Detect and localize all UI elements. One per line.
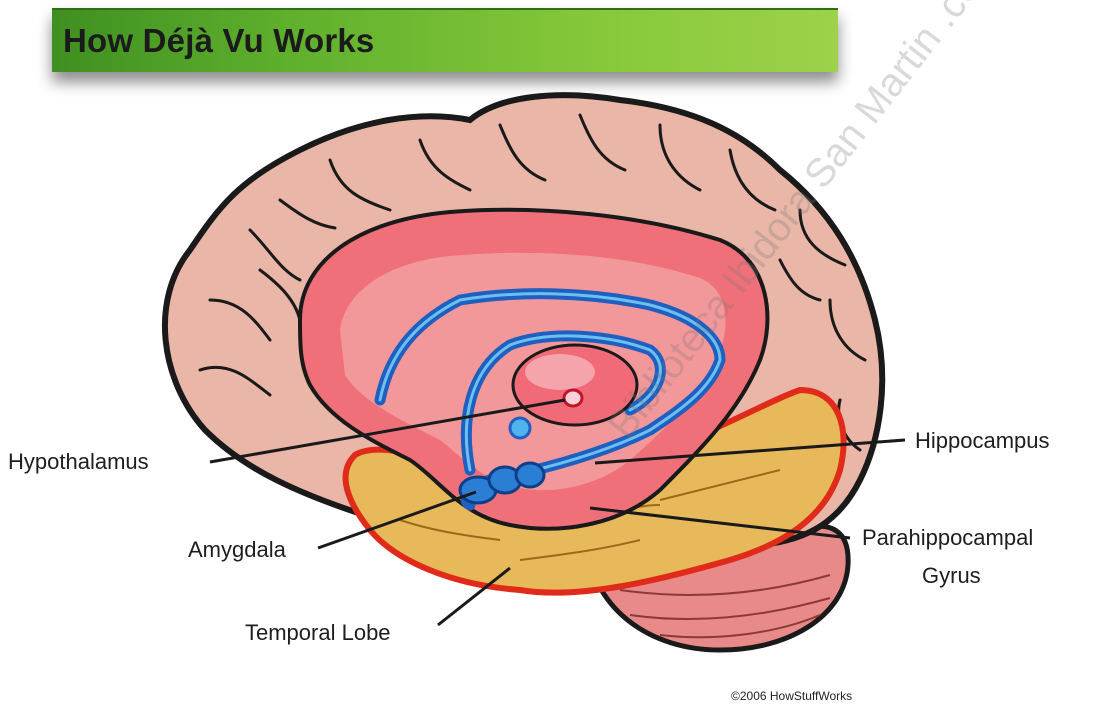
label-temporal-lobe: Temporal Lobe [245,620,391,646]
copyright-credit: ©2006 HowStuffWorks [731,689,852,703]
blue-dot [510,418,530,438]
label-parahippocampal-2: Gyrus [922,563,981,589]
label-hypothalamus: Hypothalamus [8,449,149,475]
label-parahippocampal-1: Parahippocampal [862,525,1033,551]
label-hippocampus: Hippocampus [915,428,1050,454]
hypothalamus-marker [564,390,582,406]
label-amygdala: Amygdala [188,537,286,563]
